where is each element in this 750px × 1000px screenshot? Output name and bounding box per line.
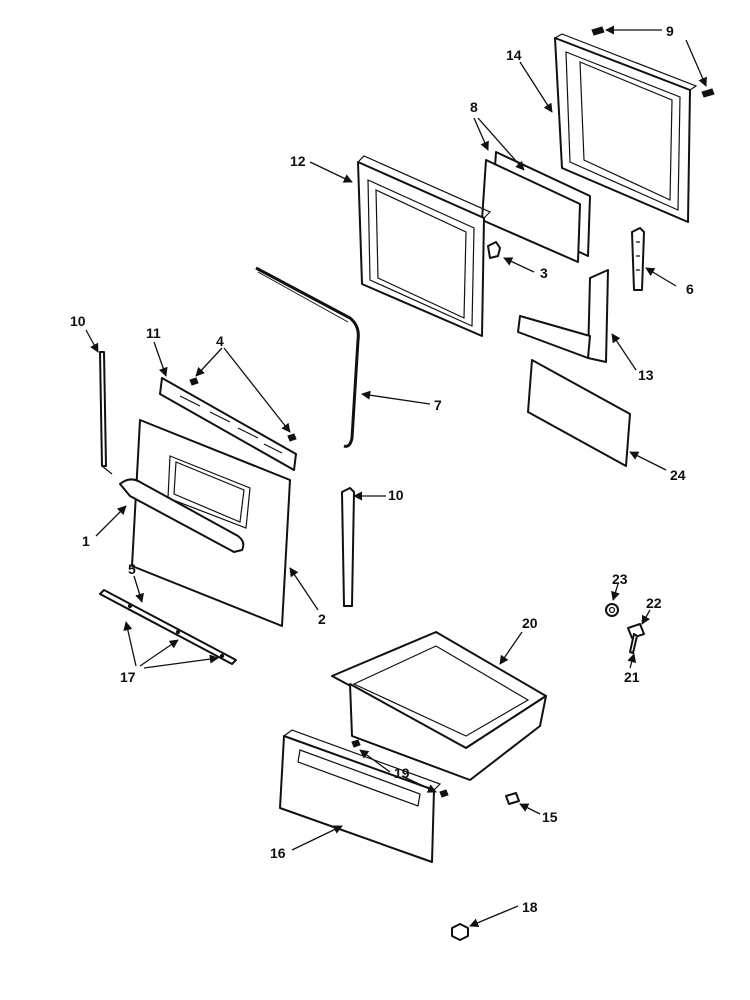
part-10-left-trim xyxy=(99,351,113,475)
part-1-door-handle xyxy=(119,478,245,553)
callout-11: 11 xyxy=(146,325,161,341)
part-15-clip xyxy=(505,792,520,805)
callout-16: 16 xyxy=(270,845,286,861)
callout-5: 5 xyxy=(128,561,136,577)
callout-20: 20 xyxy=(522,615,538,631)
callout-24: 24 xyxy=(670,467,686,483)
callout-21: 21 xyxy=(624,669,640,685)
callout-18: 18 xyxy=(522,899,538,915)
callout-2: 2 xyxy=(318,611,326,627)
part-24-glass-panel xyxy=(527,359,631,467)
callout-6: 6 xyxy=(686,281,694,297)
callout-22: 22 xyxy=(646,595,662,611)
part-10-right-trim xyxy=(341,487,355,607)
part-9-screws xyxy=(591,26,715,98)
part-11-vent-trim xyxy=(159,377,297,471)
part-12-inner-door-liner xyxy=(357,155,492,337)
callout-4: 4 xyxy=(216,333,224,349)
callout-1: 1 xyxy=(82,533,90,549)
part-5-bottom-trim xyxy=(99,589,237,665)
part-20-drawer-pan xyxy=(331,631,547,781)
part-21-22-23-fasteners xyxy=(605,603,645,654)
part-7-gasket xyxy=(255,266,360,448)
callout-10-left: 10 xyxy=(70,313,86,329)
part-4-screws xyxy=(189,377,297,442)
callout-23: 23 xyxy=(612,571,628,587)
part-6-hinge xyxy=(631,227,645,291)
part-19-screws xyxy=(351,739,449,798)
callout-19: 19 xyxy=(394,765,410,781)
callout-13: 13 xyxy=(638,367,654,383)
callout-17: 17 xyxy=(120,669,136,685)
callout-3: 3 xyxy=(540,265,548,281)
part-14-outer-door-panel xyxy=(554,33,698,223)
callout-14: 14 xyxy=(506,47,522,63)
callout-labels: 9 14 8 12 3 6 13 24 7 10 11 4 10 1 2 5 1… xyxy=(70,23,694,915)
callout-12: 12 xyxy=(290,153,306,169)
part-13-insulation xyxy=(517,269,609,363)
callout-9: 9 xyxy=(666,23,674,39)
callout-15: 15 xyxy=(542,809,558,825)
part-3-clip xyxy=(487,241,501,259)
leader-lines xyxy=(85,25,707,928)
callout-8: 8 xyxy=(470,99,478,115)
callout-10-right: 10 xyxy=(388,487,404,503)
part-8-glass-panes xyxy=(481,151,591,263)
part-18-nut xyxy=(451,923,469,941)
callout-7: 7 xyxy=(434,397,442,413)
